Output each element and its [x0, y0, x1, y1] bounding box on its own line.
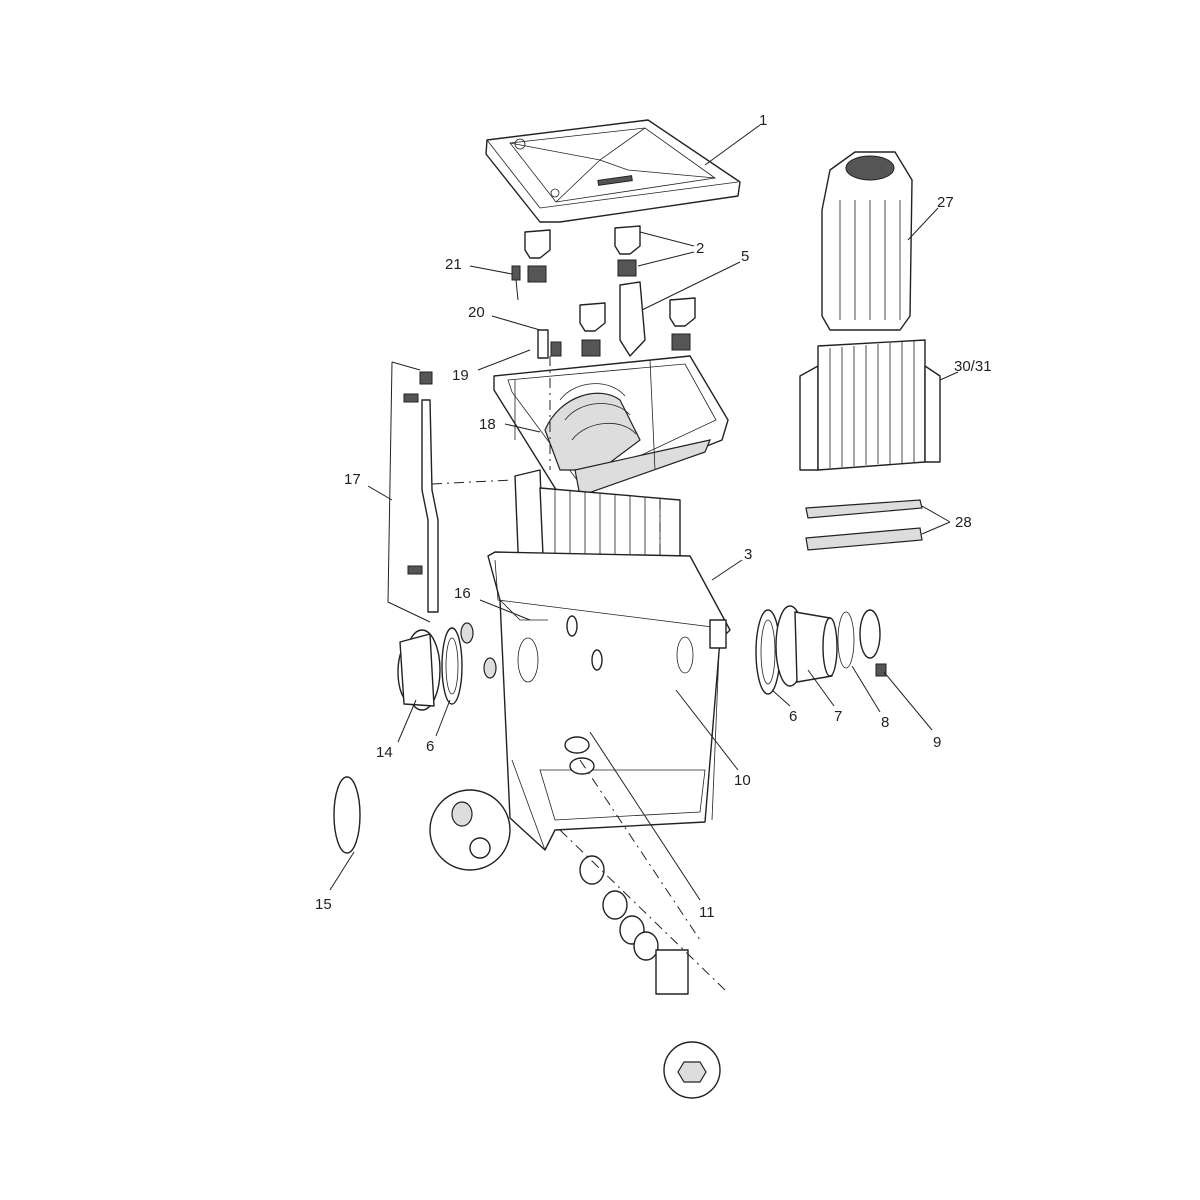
- hose-part: [387, 361, 439, 623]
- indicator-cap: [550, 341, 562, 357]
- label-filter-foam: 30/31: [954, 358, 992, 375]
- filter-foam-part: [799, 339, 941, 471]
- label-lid: 1: [759, 112, 767, 129]
- label-comb: 28: [955, 514, 972, 531]
- label-pin: 21: [445, 256, 462, 273]
- label-clamp: 9: [933, 734, 941, 751]
- label-seal-right: 6: [789, 708, 797, 725]
- label-gasket: 16: [454, 585, 471, 602]
- connector-left-part: [397, 629, 441, 711]
- gasket-part: [591, 649, 603, 671]
- pin-part: [511, 265, 521, 301]
- label-flange: 7: [834, 708, 842, 725]
- seal-left-part: [441, 627, 463, 705]
- gasket-part: [460, 622, 474, 644]
- gasket-part: [483, 657, 497, 679]
- label-drain: 11: [699, 904, 715, 921]
- label-hose: 17: [344, 471, 361, 488]
- indicator-part: [537, 329, 549, 359]
- drain-part: [429, 736, 726, 1099]
- flange-part: [775, 605, 838, 687]
- alignment-line: [431, 479, 513, 485]
- brush-holder-part: [821, 151, 913, 331]
- flap-part: [619, 281, 646, 357]
- tray-part: [493, 355, 729, 497]
- label-indicator: 20: [468, 304, 485, 321]
- gasket-part: [566, 615, 578, 637]
- label-brush-holder: 27: [937, 194, 954, 211]
- label-clips: 2: [696, 240, 704, 257]
- ring-part: [333, 776, 361, 854]
- o-ring-part: [837, 611, 855, 669]
- label-flap: 5: [741, 248, 749, 265]
- leader-lines: [329, 124, 959, 901]
- lid-part: [485, 119, 741, 223]
- label-rod: 19: [452, 367, 469, 384]
- label-seal-left: 6: [426, 738, 434, 755]
- clips-part: [524, 225, 696, 357]
- comb-part: [805, 499, 923, 551]
- label-screws: 10: [734, 772, 751, 789]
- label-connector-left: 14: [376, 744, 393, 761]
- label-ring: 15: [315, 896, 332, 913]
- label-o-ring: 8: [881, 714, 889, 731]
- box-part: [487, 551, 731, 851]
- label-box: 3: [744, 546, 752, 563]
- label-tray: 18: [479, 416, 496, 433]
- clamp-part: [859, 609, 887, 677]
